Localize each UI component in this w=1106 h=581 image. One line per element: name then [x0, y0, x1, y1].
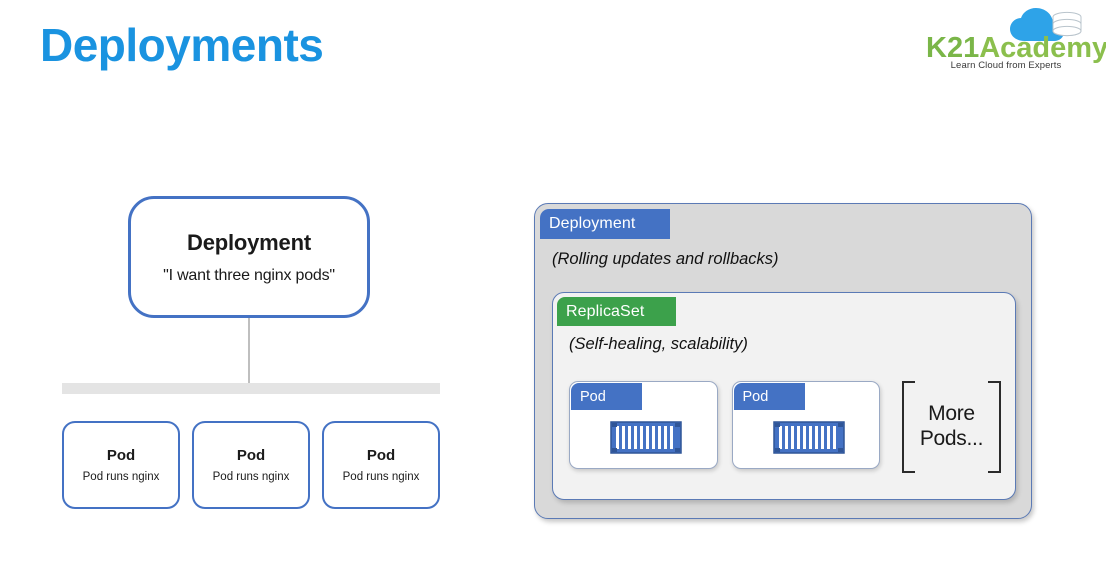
- logo-tagline: Learn Cloud from Experts: [950, 60, 1062, 71]
- more-pods-group: More Pods...: [902, 381, 1001, 473]
- brand-logo: K21Academy Learn Cloud from Experts: [926, 8, 1106, 71]
- deployment-box-title: Deployment: [187, 229, 311, 255]
- logo-name-part2: Academy: [979, 32, 1106, 64]
- deployment-tag-label: Deployment: [549, 215, 636, 232]
- container-icon: [610, 421, 682, 454]
- replicaset-panel: ReplicaSet (Self-healing, scalability) P…: [552, 292, 1016, 500]
- cloud-database-icon: [1009, 8, 1083, 42]
- replicaset-pod-row: Pod: [569, 381, 1001, 481]
- left-diagram: Deployment "I want three nginx pods" Pod…: [0, 0, 520, 581]
- page-title: Deployments: [40, 19, 324, 71]
- deployment-box: Deployment "I want three nginx pods": [128, 196, 370, 318]
- more-pods-line2: Pods...: [919, 427, 984, 450]
- pod-card: Pod Pod runs nginx: [62, 421, 180, 509]
- logo-name-part1: K21: [926, 32, 980, 64]
- pod-card-subtitle: Pod runs nginx: [212, 471, 290, 483]
- pod-card: Pod Pod runs nginx: [322, 421, 440, 509]
- replicaset-pod-tag: Pod: [571, 383, 642, 410]
- pod-card-title: Pod: [236, 447, 266, 464]
- replicaset-tag-label: ReplicaSet: [566, 302, 645, 320]
- replicaset-note: (Self-healing, scalability): [569, 335, 748, 353]
- pod-row: Pod Pod runs nginx Pod Pod runs nginx Po…: [62, 421, 440, 509]
- pod-card-subtitle: Pod runs nginx: [342, 471, 420, 483]
- deployment-note: (Rolling updates and rollbacks): [552, 250, 779, 268]
- connector-bar: [62, 383, 440, 394]
- container-icon: [772, 421, 845, 454]
- replicaset-tag: ReplicaSet: [557, 297, 676, 326]
- pod-card-title: Pod: [366, 447, 396, 464]
- bracket-right-icon: [987, 381, 1001, 473]
- pod-card-subtitle: Pod runs nginx: [82, 471, 160, 483]
- logo-wordmark: K21Academy: [926, 32, 1106, 64]
- replicaset-pod-tag: Pod: [733, 383, 805, 410]
- bracket-left-icon: [902, 381, 915, 473]
- more-pods-label: More Pods...: [919, 402, 984, 452]
- pod-card: Pod Pod runs nginx: [192, 421, 310, 509]
- deployment-box-subtitle: "I want three nginx pods": [163, 266, 335, 284]
- replicaset-pod: Pod: [731, 381, 880, 469]
- deployment-tag: Deployment: [540, 209, 670, 239]
- connector-line: [248, 318, 250, 384]
- deployment-panel: Deployment (Rolling updates and rollback…: [534, 203, 1032, 519]
- right-diagram: Deployment (Rolling updates and rollback…: [534, 203, 1032, 519]
- pod-card-title: Pod: [106, 447, 136, 464]
- replicaset-pod: Pod: [569, 381, 718, 469]
- more-pods-line1: More: [928, 402, 975, 426]
